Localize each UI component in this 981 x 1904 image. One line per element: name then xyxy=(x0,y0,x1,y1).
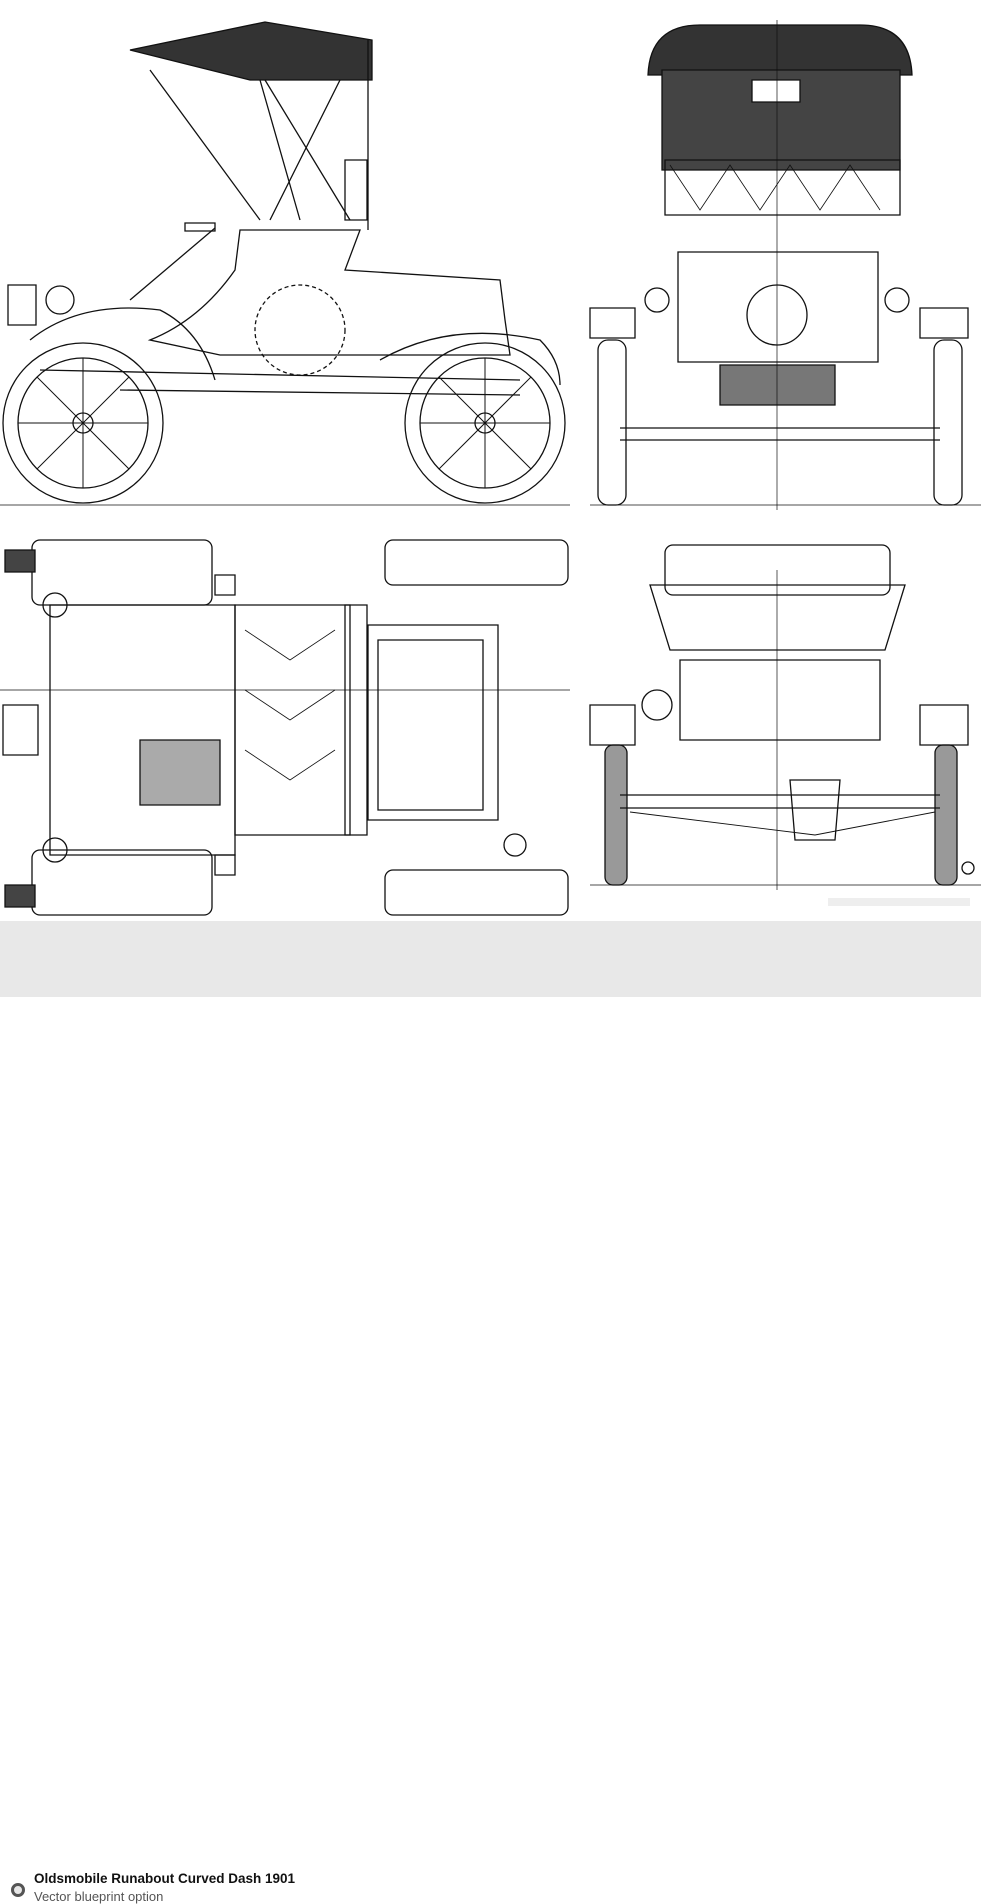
side-view xyxy=(0,22,570,505)
top-view xyxy=(0,540,570,915)
blueprint-drawing xyxy=(0,0,981,921)
front-view xyxy=(590,20,981,510)
blueprint-title: Oldsmobile Runabout Curved Dash 1901 xyxy=(34,1871,296,1886)
rear-view xyxy=(590,545,981,890)
radio-icon[interactable] xyxy=(11,1883,25,1897)
watermark xyxy=(828,898,970,906)
blueprint-subtitle: Vector blueprint option xyxy=(34,1889,164,1904)
caption-bar: Oldsmobile Runabout Curved Dash 1901 Vec… xyxy=(0,921,981,1904)
